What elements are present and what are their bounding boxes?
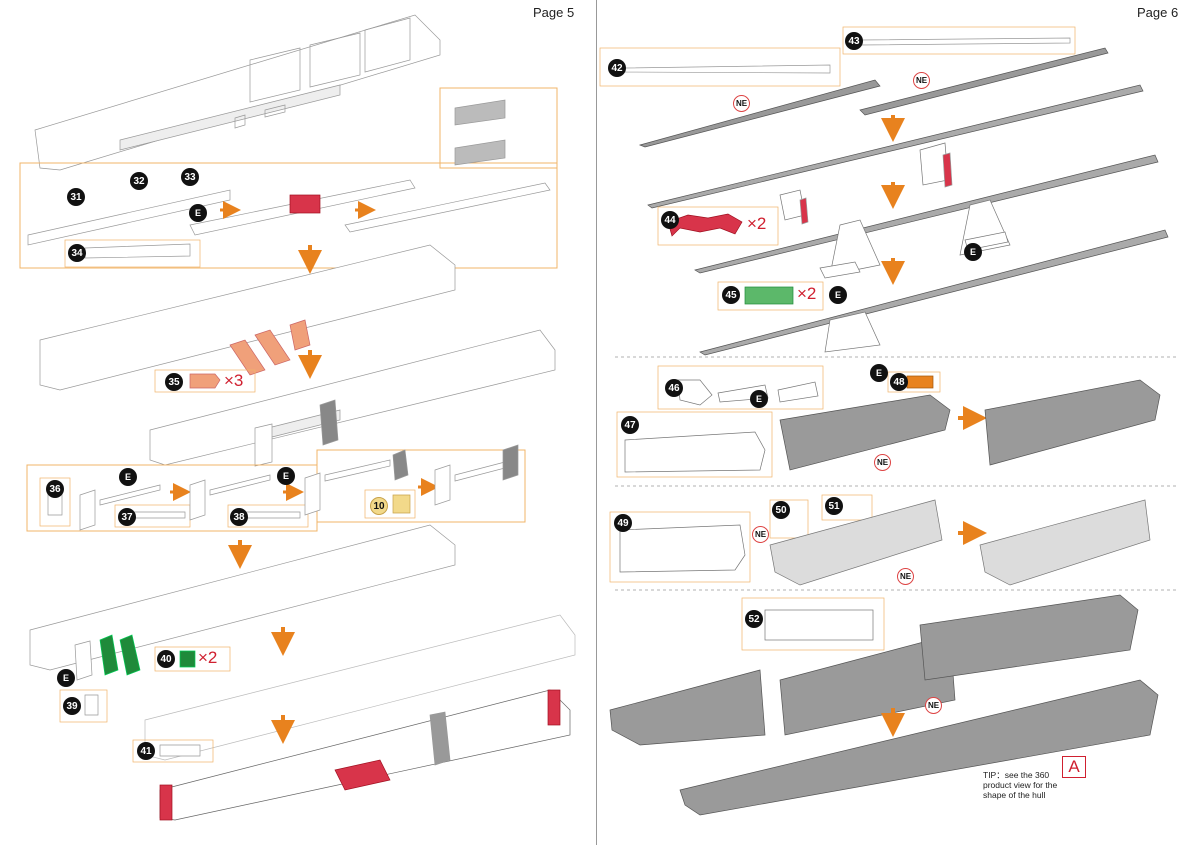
step-36: 36: [46, 480, 64, 498]
step-51: 51: [825, 497, 843, 515]
tip-line-1: TIP：see the 360: [983, 770, 1050, 780]
step-44: 44: [661, 211, 679, 229]
step-35: 35: [165, 373, 183, 391]
step-47: 47: [621, 416, 639, 434]
fuselage-frame-top: [34, 14, 441, 171]
quantity-35: ×3: [224, 371, 244, 390]
step-48: 48: [890, 373, 908, 391]
page-number-6: Page 6: [1137, 5, 1179, 20]
quantity-44: ×2: [747, 214, 767, 233]
tip-badge-a: A: [1062, 756, 1086, 778]
glue-mark-e: E: [870, 364, 888, 382]
step-43: 43: [845, 32, 863, 50]
glue-mark-ne: NE: [752, 526, 769, 543]
glue-mark-ne: NE: [925, 697, 942, 714]
glue-mark-e: E: [57, 669, 75, 687]
tip-note: TIP：see the 360 product view for the sha…: [983, 770, 1103, 800]
glue-mark-e: E: [829, 286, 847, 304]
subassembly-frame-31-34: [19, 162, 558, 269]
glue-mark-e: E: [277, 467, 295, 485]
glue-mark-ne: NE: [913, 72, 930, 89]
step-38: 38: [230, 508, 248, 526]
step-41: 41: [137, 742, 155, 760]
step-39: 39: [63, 697, 81, 715]
glue-mark-e: E: [964, 243, 982, 261]
detail-frame-slot: [439, 87, 558, 169]
step-32: 32: [130, 172, 148, 190]
glue-mark-e: E: [189, 204, 207, 222]
page-number-5: Page 5: [533, 5, 575, 20]
step-31: 31: [67, 188, 85, 206]
tip-line-3: shape of the hull: [983, 790, 1046, 800]
step-40: 40: [157, 650, 175, 668]
glue-mark-ne: NE: [733, 95, 750, 112]
step-33: 33: [181, 168, 199, 186]
step-45: 45: [722, 286, 740, 304]
step-37: 37: [118, 508, 136, 526]
step-34: 34: [68, 244, 86, 262]
step-10: 10: [370, 497, 388, 515]
glue-mark-e: E: [750, 390, 768, 408]
step-42: 42: [608, 59, 626, 77]
step-46: 46: [665, 379, 683, 397]
glue-mark-ne: NE: [897, 568, 914, 585]
quantity-40: ×2: [198, 648, 218, 667]
tip-line-2: product view for the: [983, 780, 1058, 790]
glue-mark-ne: NE: [874, 454, 891, 471]
step-50: 50: [772, 501, 790, 519]
glue-mark-e: E: [119, 468, 137, 486]
step-49: 49: [614, 514, 632, 532]
page-divider: [596, 0, 597, 845]
step-52: 52: [745, 610, 763, 628]
quantity-45: ×2: [797, 284, 817, 303]
